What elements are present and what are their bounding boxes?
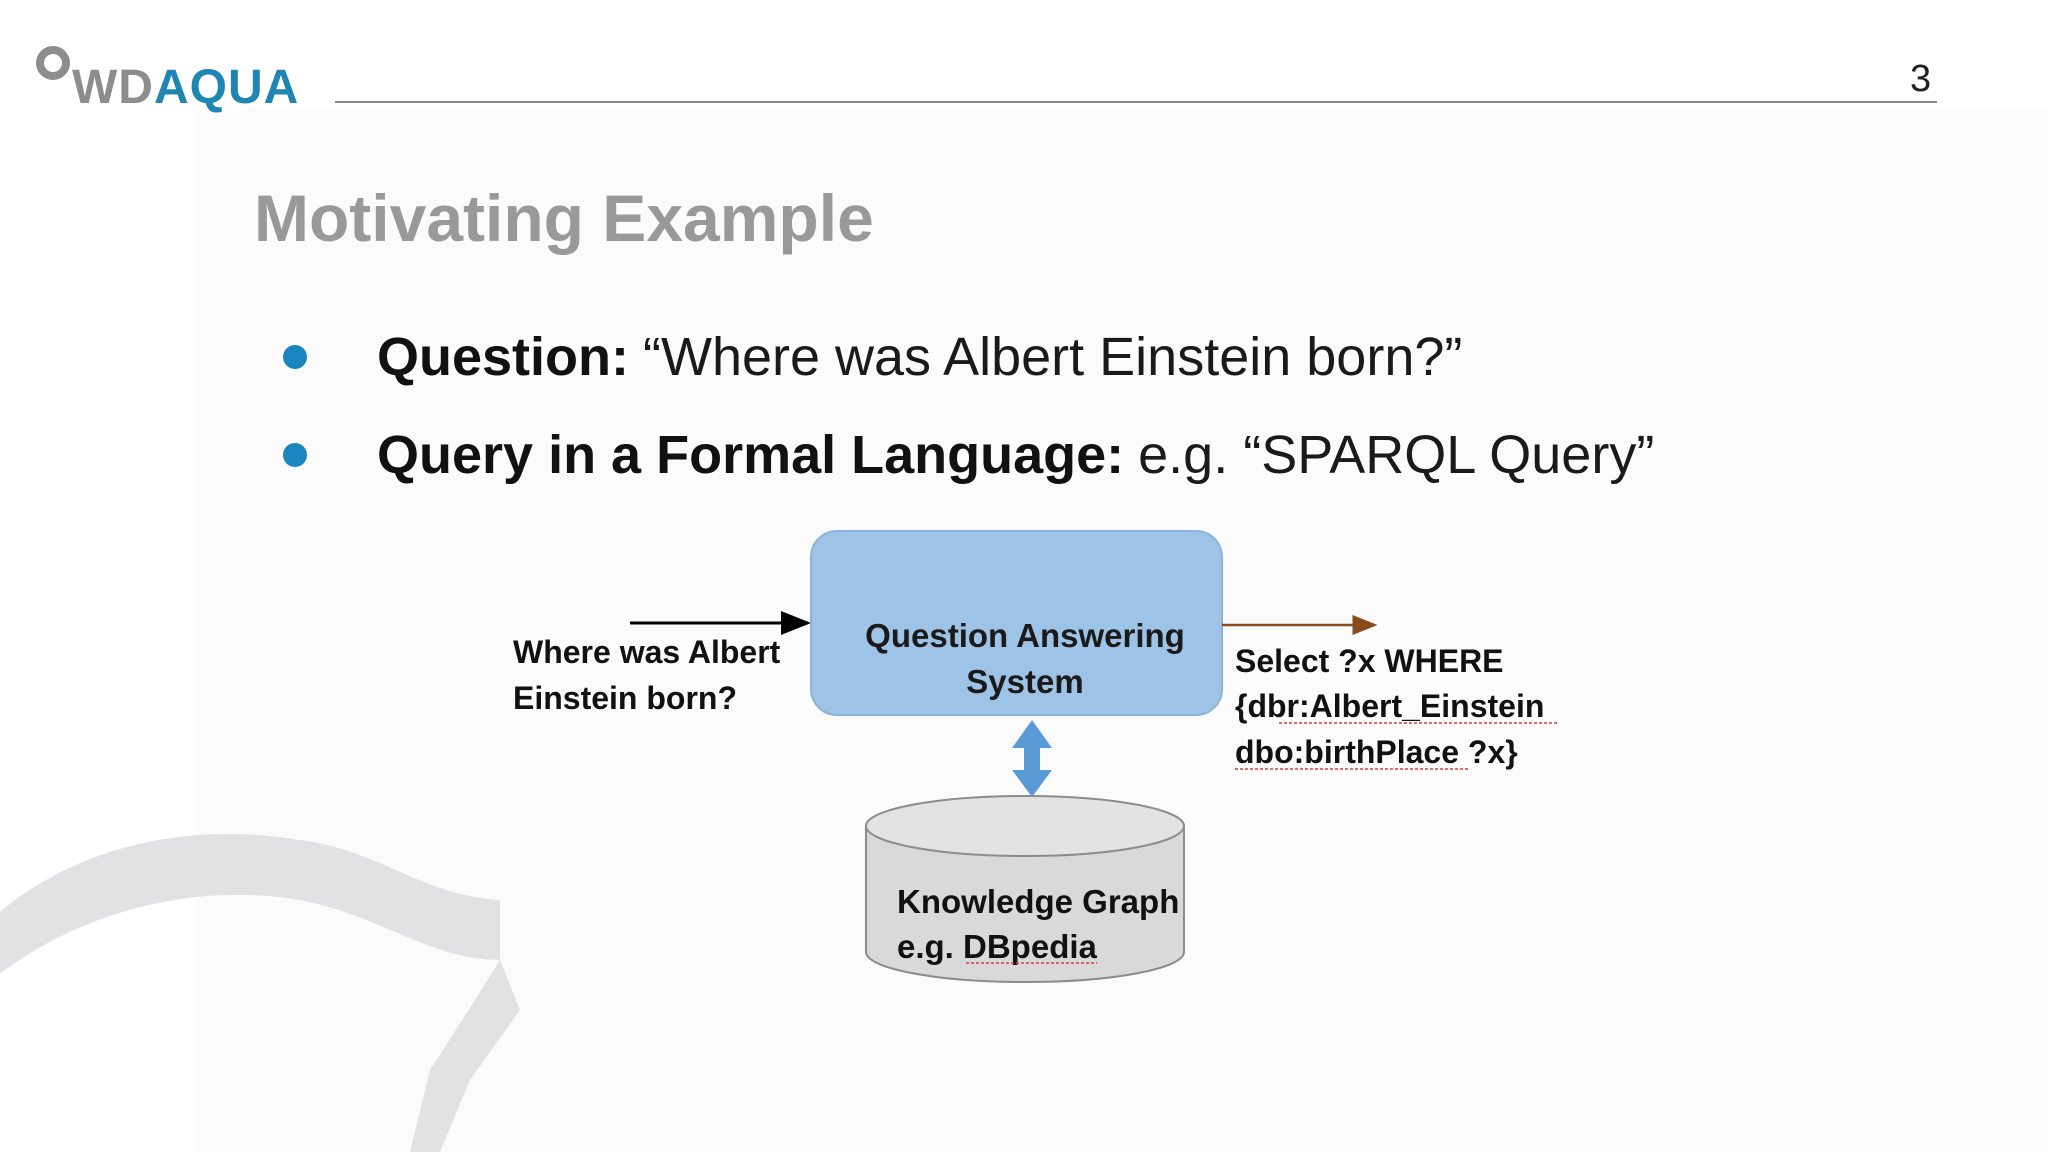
input-question-line2: Einstein born? <box>513 680 737 716</box>
slide-title: Motivating Example <box>254 181 874 255</box>
knowledge-graph-cylinder-body <box>865 826 1185 983</box>
knowledge-graph-line2: e.g. DBpedia <box>897 928 1098 965</box>
qa-system-line1: Question Answering <box>865 617 1185 654</box>
input-question-line1: Where was Albert <box>513 634 781 670</box>
logo: WDAQUA <box>36 44 299 112</box>
bullet-label: Query in a Formal Language: <box>377 425 1125 485</box>
bullet-dot-icon <box>283 345 307 369</box>
qa-system-line2: System <box>966 663 1083 700</box>
bullet-list: Question: “Where was Albert Einstein bor… <box>280 322 1654 518</box>
bullet-query: Query in a Formal Language: e.g. “SPARQL… <box>280 420 1654 490</box>
bullet-label: Question: <box>377 327 629 387</box>
knowledge-graph-cylinder-top <box>865 795 1185 857</box>
logo-aqua: AQUA <box>153 61 300 114</box>
bidirectional-arrow-icon <box>1012 720 1052 797</box>
knowledge-graph-line1: Knowledge Graph <box>897 883 1179 920</box>
logo-wd: WD <box>72 61 154 114</box>
bullet-text: e.g. “SPARQL Query” <box>1138 425 1655 485</box>
output-query-line2: {dbr:Albert_Einstein <box>1235 688 1544 724</box>
bullet-text: “Where was Albert Einstein born?” <box>643 327 1463 387</box>
page-number: 3 <box>1910 58 1932 100</box>
logo-ring-icon <box>36 46 70 80</box>
header-divider <box>335 101 1937 103</box>
bullet-question: Question: “Where was Albert Einstein bor… <box>280 322 1654 392</box>
output-query-line1: Select ?x WHERE <box>1235 643 1504 679</box>
bullet-dot-icon <box>283 443 307 467</box>
output-query-line3: dbo:birthPlace ?x} <box>1235 734 1518 770</box>
qa-system-box <box>810 530 1223 716</box>
